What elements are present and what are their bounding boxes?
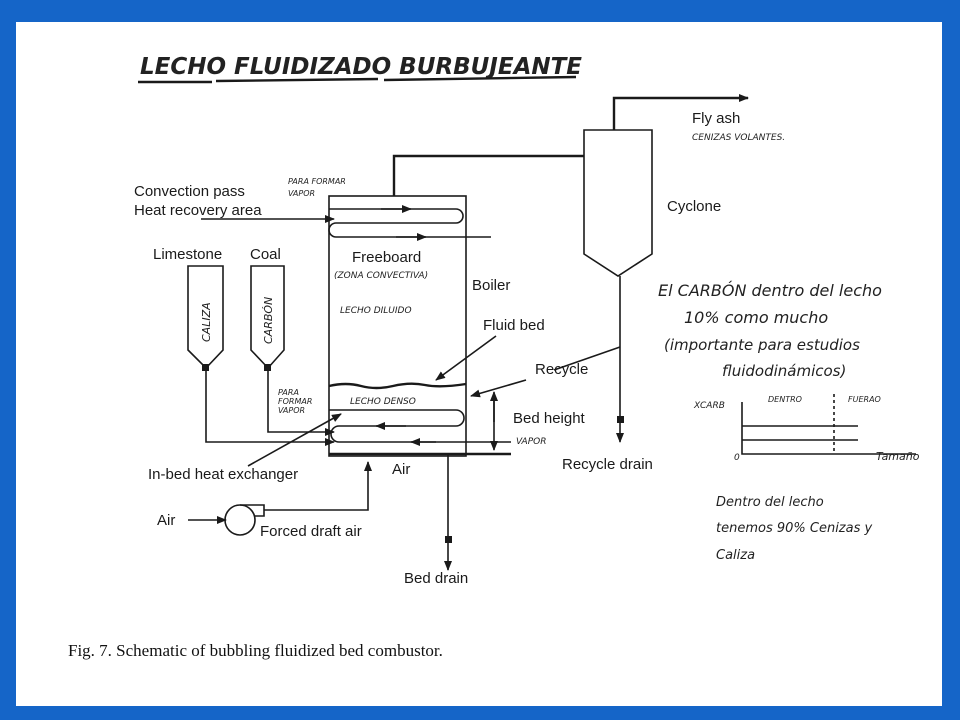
label-para-bed-3: VAPOR [278,406,305,415]
label-limestone: Limestone [153,246,222,263]
fluid-bed-arrow [435,335,497,381]
graph-zero: 0 [734,453,740,463]
figure-caption: Fig. 7. Schematic of bubbling fluidized … [68,641,443,660]
label-carbon: CARBÓN [262,297,275,344]
graph-col-1: DENTRO [768,395,802,404]
label-in-bed-heat-exchanger: In-bed heat exchanger [148,466,298,483]
label-air-grid: Air [392,461,410,478]
in-bed-tube [329,409,511,443]
coal-hopper [250,265,285,370]
graph-y-label: XCARB [693,401,725,411]
label-boiler: Boiler [472,277,510,294]
label-air-inlet: Air [157,512,175,529]
label-bed-drain: Bed drain [404,570,468,587]
title-underline [138,75,577,84]
bed-surface [328,382,467,390]
note-line-2: 10% como mucho [684,308,828,327]
label-fluid-bed: Fluid bed [483,317,545,334]
label-zona-convectiva: (ZONA CONVECTIVA) [334,271,428,281]
label-para-formar-top-1: PARA FORMAR [288,177,346,186]
recycle-valve [617,416,624,423]
coal-feed-line [267,371,335,436]
fbc-schematic: LECHO FLUIDIZADO BURBUJEANTE [68,54,920,660]
note-bottom-2: tenemos 90% Cenizas y [716,521,873,536]
cyclone [583,129,653,277]
convection-tube [328,208,491,238]
label-coal: Coal [250,246,281,263]
recycle-line [553,346,621,371]
forced-draft-fan [224,504,256,536]
fly-ash-duct [612,94,749,130]
label-lecho-diluido: LECHO DILUIDO [340,306,412,316]
label-recycle: Recycle [535,361,588,378]
sketch-graph-axes [741,402,916,455]
scanned-page: LECHO FLUIDIZADO BURBUJEANTE [16,22,942,706]
recycle-arrow [470,379,527,398]
label-recycle-drain: Recycle drain [562,456,653,473]
label-heat-recovery-area: Heat recovery area [134,202,262,219]
note-line-3: (importante para estudios [664,336,860,354]
label-vapor: VAPOR [516,437,546,447]
bed-drain-valve [445,536,452,543]
limestone-hopper [187,265,224,370]
diagram-title: LECHO FLUIDIZADO BURBUJEANTE [140,54,582,80]
label-caliza: CALIZA [200,302,213,342]
note-bottom-3: Caliza [716,548,755,563]
coal-valve [264,364,271,371]
note-bottom-1: Dentro del lecho [716,495,824,510]
label-fly-ash: Fly ash [692,110,740,127]
note-line-4: fluidodinámicos) [722,362,846,380]
label-para-bed-1: PARA [278,388,299,397]
note-line-1: El CARBÓN dentro del lecho [658,281,882,300]
graph-x-label: Tamaño [876,450,920,463]
boiler-vessel [328,195,467,457]
label-lecho-denso: LECHO DENSO [350,397,416,407]
in-bed-exchanger-pointer [247,413,342,467]
graph-col-2: FUERAO [848,395,881,404]
label-convection-pass: Convection pass [134,183,245,200]
label-forced-draft-air: Forced draft air [260,523,362,540]
label-bed-height: Bed height [513,410,586,427]
limestone-feed-line [205,371,335,446]
label-freeboard: Freeboard [352,249,421,266]
label-para-formar-top-2: VAPOR [288,189,315,198]
label-cenizas-volantes: CENIZAS VOLANTES. [692,133,785,143]
flue-gas-duct [392,154,584,196]
label-cyclone: Cyclone [667,198,721,215]
limestone-valve [202,364,209,371]
sketch-graph-line [742,425,858,441]
label-para-bed-2: FORMAR [278,397,312,406]
air-duct [264,461,372,511]
